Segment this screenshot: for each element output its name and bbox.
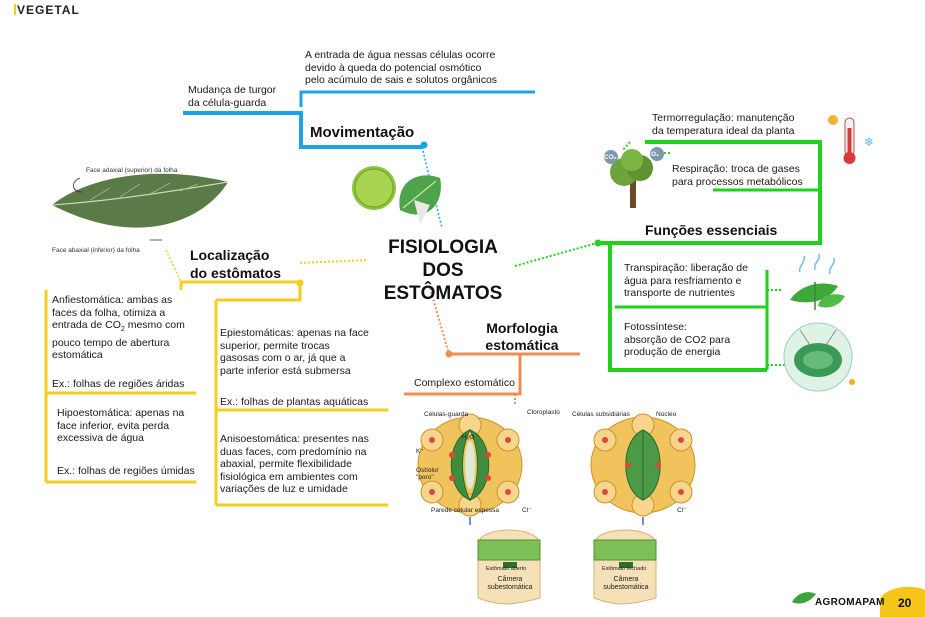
- estomato-fechado-label: Estômato fechado: [602, 566, 647, 572]
- parede-label: Parede celular espessa: [431, 507, 499, 514]
- k-ion-label: K⁺: [416, 448, 424, 455]
- cl-ion-label-open: Cl⁻: [522, 507, 532, 514]
- center-leaf-icons: [352, 166, 441, 225]
- cl-ion-label-closed: Cl⁻: [677, 507, 687, 514]
- subestomatic-chambers: [477, 529, 657, 605]
- brand-name: AGROMAPAM: [815, 597, 885, 608]
- svg-text:❄: ❄: [864, 135, 874, 149]
- stomata-closed-diagram: [590, 413, 696, 525]
- hipoestomatica-text: Hipoestomática: apenas na face inferior,…: [57, 407, 185, 444]
- leaf-bottom-label: Face abaxial (inferior) da folha: [52, 247, 140, 254]
- leaf-illustration: [51, 173, 229, 241]
- camera-label-open: Câmera subestomática: [487, 576, 533, 591]
- respiracao-text: Respiração: troca de gases para processo…: [672, 163, 803, 188]
- page-number: 20: [898, 596, 912, 610]
- fotossintese-text: Fotossíntese: absorção de CO2 para produ…: [624, 321, 731, 358]
- anfiestomatica-example: Ex.: folhas de regiões áridas: [52, 378, 185, 390]
- complexo-estomatico-label: Complexo estomático: [414, 377, 515, 389]
- section-marker: [14, 4, 16, 15]
- ostiolo-label: Ostíolo/ "poro": [416, 467, 439, 481]
- center-title: FISIOLOGIA DOS ESTÔMATOS: [383, 237, 503, 304]
- anisoestomatica-text: Anisoestomática: presentes nas duas face…: [220, 433, 369, 495]
- cloroplasto-label: Cloroplasto: [527, 409, 560, 416]
- stomata-open-diagram: [417, 413, 523, 525]
- chloroplast-illustration: [783, 322, 855, 392]
- morfologia-title: Morfologia estomática: [485, 320, 559, 353]
- celulas-subsidiarias-label: Células subsidiárias: [572, 411, 630, 418]
- tree-illustration: [604, 147, 664, 208]
- transpiracao-text: Transpiração: liberação de água para res…: [624, 262, 748, 299]
- co2-label: CO₂: [604, 154, 617, 161]
- localizacao-title: Localização do estômatos: [190, 247, 282, 281]
- brand-leaf-icon: [792, 592, 816, 604]
- anfiestomatica-text: Anfiestomática: ambas as faces da folha,…: [52, 294, 185, 362]
- section-label: VEGETAL: [17, 3, 80, 17]
- plant-illustration: [790, 253, 845, 310]
- o2-label: O₂: [651, 151, 659, 158]
- thermometer-illustration: ❄: [828, 115, 874, 164]
- estomato-aberto-label: Estômato aberto: [486, 566, 527, 572]
- leaf-top-label: Face adaxial (superior) da folha: [86, 167, 178, 174]
- funcoes-title: Funções essenciais: [645, 222, 778, 238]
- agua-text: A entrada de água nessas células ocorre …: [305, 49, 498, 86]
- epiestomatica-example: Ex.: folhas de plantas aquáticas: [220, 396, 369, 408]
- hipoestomatica-example: Ex.: folhas de regiões úmidas: [57, 465, 195, 477]
- camera-label-closed: Câmera subestomática: [603, 576, 649, 591]
- celulas-guarda-label: Células-guarda: [424, 411, 469, 418]
- page-corner-shape: [880, 586, 925, 617]
- termorregulacao-text: Termorregulação: manutenção da temperatu…: [652, 112, 795, 137]
- epiestomatica-text: Epiestomáticas: apenas na face superior,…: [220, 327, 369, 377]
- h2o-label: H₂O: [462, 434, 475, 441]
- nucleo-label: Núcleo: [656, 411, 677, 418]
- turgor-text: Mudança de turgor da célula-guarda: [188, 84, 277, 109]
- movimentacao-title: Movimentação: [310, 124, 415, 141]
